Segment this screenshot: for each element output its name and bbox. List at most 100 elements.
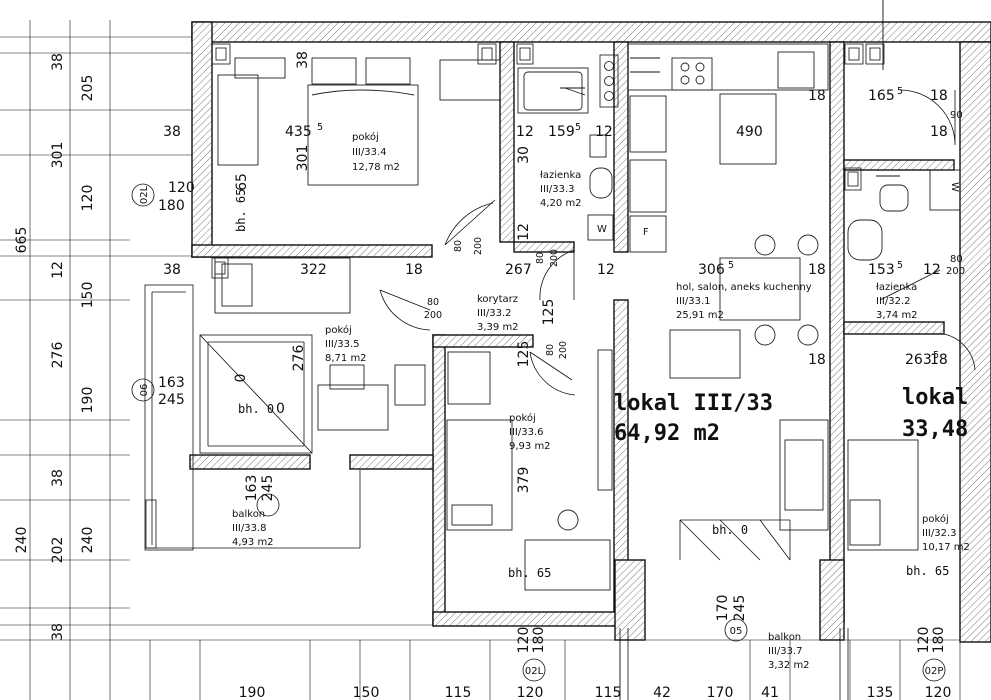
room-code: III/33.1 — [676, 296, 710, 307]
fridge-mark: F — [643, 227, 648, 238]
dim-left-7: 276 — [50, 342, 66, 369]
dim-left-total: 665 — [14, 227, 30, 254]
bedroom-partition-wall — [191, 244, 433, 258]
room-code: III/33.2 — [477, 308, 511, 319]
window-tag-3: 05 — [730, 626, 743, 637]
top-exterior-wall — [191, 21, 991, 43]
room-code: III/33.6 — [509, 427, 543, 438]
room-code: III/33.7 — [768, 646, 802, 657]
ventilation-arrows — [560, 0, 900, 177]
furniture — [214, 43, 961, 591]
room-33-2-label: korytarz III/33.2 3,39 m2 — [477, 294, 519, 333]
dim-12c: 12 — [597, 262, 615, 278]
dim-18a: 18 — [808, 88, 826, 104]
dim-12b: 12 — [595, 124, 613, 140]
bath-left-wall — [499, 41, 515, 243]
window-tag-5: 02P — [925, 666, 944, 677]
room-336-top-wall — [432, 334, 534, 348]
bath-322-bottom-wall — [843, 321, 945, 335]
room-33-4-label: pokój III/33.4 12,78 m2 — [352, 131, 400, 173]
dim-18d: 18 — [405, 262, 423, 278]
dim-125a: 125 — [541, 299, 557, 326]
window-tag-2: 06 — [139, 384, 150, 397]
dim-18f: 18 — [808, 352, 826, 368]
dim-180c: 180 — [931, 627, 947, 654]
room-336-bottom-wall — [432, 611, 634, 627]
dim-165-sup: 5 — [897, 86, 903, 97]
room-33-1-label: hol, salon, aneks kuchenny III/33.1 25,9… — [676, 282, 812, 321]
dim-153: 153 — [868, 262, 895, 278]
bh-label-5: bh. 65 — [906, 564, 949, 578]
room-name: łazienka — [540, 170, 581, 181]
dim-bot-5: 115 — [595, 685, 622, 700]
room-code: III/33.3 — [540, 184, 574, 195]
dim-379: 379 — [516, 467, 532, 494]
dim-38b: 38 — [163, 262, 181, 278]
dim-159-sup: 5 — [575, 122, 581, 133]
dim-12e: 12 — [516, 223, 532, 241]
room-name: korytarz — [477, 294, 518, 305]
bath-right-wall — [613, 41, 629, 253]
dim-200-right: 200 — [946, 266, 965, 277]
room-33-8-label: balkon III/33.8 4,93 m2 — [232, 509, 274, 548]
dim-18c: 18 — [930, 124, 948, 140]
dim-120b: 120 — [516, 627, 532, 654]
room-area: 8,71 m2 — [325, 353, 367, 364]
dim-163a: 163 — [158, 375, 185, 391]
washer-mark-2: W — [949, 182, 960, 192]
dim-bot-7: 170 — [707, 685, 734, 700]
room-33-6-label: pokój III/33.6 9,93 m2 — [509, 412, 551, 452]
dim-bot-2: 150 — [353, 685, 380, 700]
room-33-5-label: pokój III/33.5 8,71 m2 — [325, 324, 367, 364]
window-tag-1: 02L — [139, 185, 150, 204]
balconies — [144, 284, 849, 700]
dim-left-10: 202 — [50, 537, 66, 564]
doors — [379, 89, 976, 561]
dim-263-sup: 5 — [933, 350, 939, 361]
dim-267: 267 — [505, 262, 532, 278]
dim-38a: 38 — [163, 124, 181, 140]
dim-0a: 0 — [233, 374, 249, 383]
door-200-a: 200 — [473, 237, 484, 255]
dim-435: 435 — [285, 124, 312, 140]
dim-163b: 163 — [244, 475, 260, 502]
window-tag-4: 02L — [525, 666, 544, 677]
dim-120a: 120 — [168, 180, 195, 196]
dim-bot-4: 120 — [517, 685, 544, 700]
room-name: hol, salon, aneks kuchenny — [676, 282, 812, 293]
unit-32-area: 33,48 — [902, 417, 968, 442]
dim-245b: 245 — [260, 475, 276, 502]
dim-18e: 18 — [808, 262, 826, 278]
room-code: III/32.3 — [922, 528, 956, 539]
room-code: III/33.4 — [352, 147, 386, 158]
balcony-right-pier — [819, 559, 845, 641]
dim-bot-6: 42 — [653, 685, 671, 700]
dim-90: 90 — [950, 110, 963, 121]
dim-left-3: 301 — [50, 142, 66, 169]
dim-435-sup: 5 — [317, 122, 323, 133]
dim-245c: 245 — [732, 595, 748, 622]
dim-180b: 180 — [531, 627, 547, 654]
dim-180a: 180 — [158, 198, 185, 214]
dim-left-9: 38 — [50, 469, 66, 487]
dim-159: 159 — [548, 124, 575, 140]
door-200-d: 200 — [558, 341, 569, 359]
door-80-a: 80 — [453, 240, 464, 252]
room-code: III/32.2 — [876, 296, 910, 307]
room-area: 3,39 m2 — [477, 322, 519, 333]
room-area: 4,20 m2 — [540, 198, 582, 209]
room-33-3-label: łazienka III/33.3 4,20 m2 — [540, 170, 582, 209]
washer-mark: W — [597, 224, 607, 235]
bottom-dimensions: 190 150 115 120 115 42 170 41 135 120 — [239, 685, 952, 700]
sill-heights: bh. 65 bh. 0 bh. 65 bh. 0 bh. 65 — [234, 189, 949, 580]
dim-306: 306 — [698, 262, 725, 278]
columns — [211, 43, 885, 279]
dim-left-2: 205 — [80, 75, 96, 102]
left-dimensions: 38 205 301 120 12 150 276 190 38 202 240… — [14, 53, 195, 641]
dim-490: 490 — [736, 124, 763, 140]
dim-18b: 18 — [930, 88, 948, 104]
room-area: 3,32 m2 — [768, 660, 810, 671]
bay-bottom-wall — [189, 454, 311, 470]
room-area: 25,91 m2 — [676, 310, 724, 321]
door-80-c: 80 — [427, 297, 439, 308]
